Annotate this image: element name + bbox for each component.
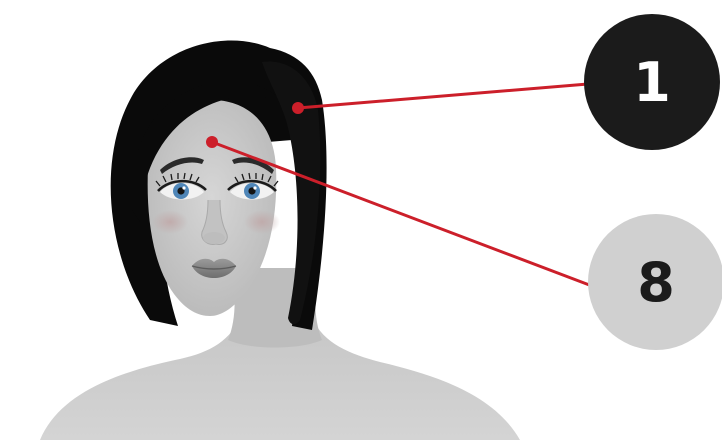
- nose-tip: [203, 232, 225, 244]
- right-cheek: [244, 210, 280, 234]
- callout-badge-1: 1: [584, 14, 720, 150]
- callout-number-1: 1: [633, 51, 671, 114]
- callout-badge-8: 8: [588, 214, 722, 350]
- marker-dot-1: [292, 102, 304, 114]
- callout-number-8: 8: [637, 251, 675, 314]
- marker-dot-8: [206, 136, 218, 148]
- left-cheek: [152, 210, 188, 234]
- leader-line-1: [298, 84, 588, 108]
